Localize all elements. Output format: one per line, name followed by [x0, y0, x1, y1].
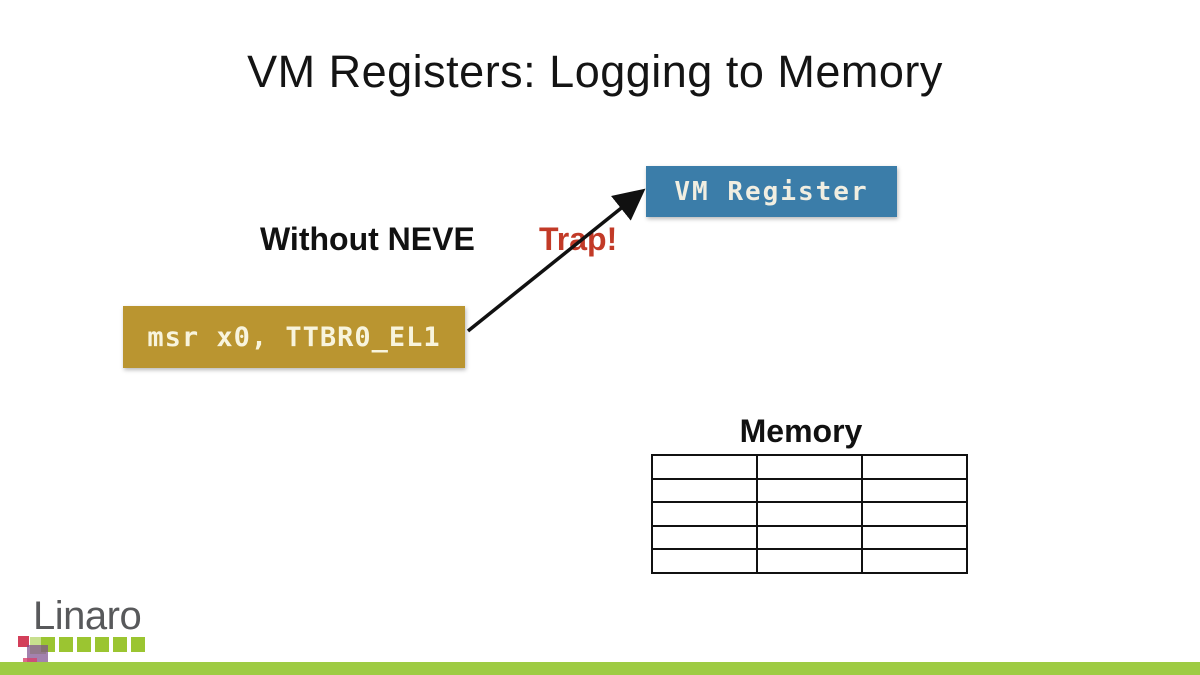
instruction-box: msr x0, TTBR0_EL1 [123, 306, 465, 368]
linaro-logo-green-square [41, 637, 55, 652]
linaro-logo-green-square [131, 637, 145, 652]
memory-table-cell [756, 477, 863, 504]
memory-table-cell [651, 501, 758, 527]
memory-table-cell [756, 548, 863, 574]
vm-register-box: VM Register [646, 166, 897, 217]
memory-table-cell [651, 524, 758, 551]
trap-label: Trap! [539, 221, 618, 257]
memory-table-cell [756, 524, 863, 551]
memory-table-row [651, 548, 968, 574]
linaro-logo-green-square [77, 637, 91, 652]
instruction-box-label: msr x0, TTBR0_EL1 [147, 321, 441, 353]
linaro-logo-palegreen-square [30, 637, 46, 654]
linaro-logo-green-square [95, 637, 109, 652]
footer-accent-bar [0, 662, 1200, 675]
memory-table-row [651, 477, 968, 504]
memory-table-cell [651, 548, 758, 574]
linaro-logo-crimson-square [18, 636, 29, 647]
memory-table-cell [651, 477, 758, 504]
slide-title: VM Registers: Logging to Memory [247, 46, 943, 97]
memory-table-row [651, 454, 968, 480]
memory-table-cell [861, 477, 968, 504]
memory-table [651, 454, 968, 574]
memory-table-cell [861, 548, 968, 574]
memory-table-cell [861, 501, 968, 527]
memory-table-row [651, 524, 968, 551]
linaro-logo-green-square [59, 637, 73, 652]
memory-table-cell [651, 454, 758, 480]
vm-register-box-label: VM Register [674, 176, 869, 207]
linaro-logo-purple-square [27, 645, 48, 663]
memory-table-cell [756, 454, 863, 480]
memory-table-cell [756, 501, 863, 527]
linaro-logo-green-square [113, 637, 127, 652]
memory-table-cell [861, 524, 968, 551]
without-neve-label: Without NEVE [260, 221, 475, 257]
linaro-logo-text: Linaro [33, 594, 142, 638]
memory-table-row [651, 501, 968, 527]
memory-table-cell [861, 454, 968, 480]
memory-label: Memory [739, 413, 863, 449]
